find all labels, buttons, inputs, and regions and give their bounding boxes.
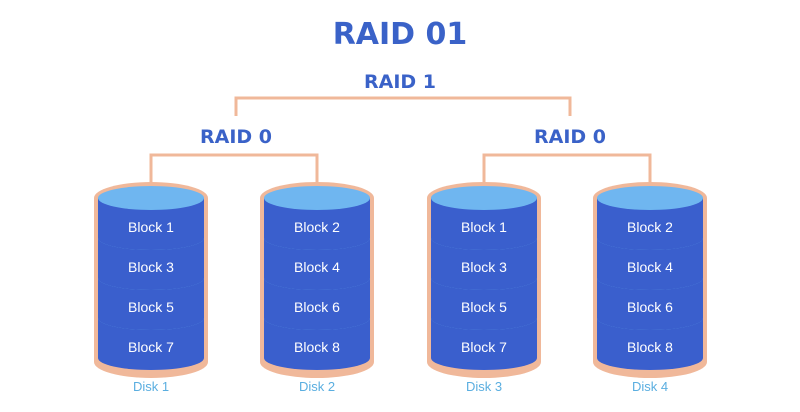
block-label: Block 6 [294, 299, 340, 315]
block-label: Block 3 [128, 259, 174, 275]
platter-side [597, 198, 703, 250]
block-label: Block 5 [461, 299, 507, 315]
platter-side [264, 198, 370, 250]
diagram-title: RAID 01 [333, 17, 468, 52]
platter-side [98, 238, 204, 290]
block-label: Block 5 [128, 299, 174, 315]
platter-side [264, 278, 370, 330]
disk-label: Disk 4 [632, 379, 668, 394]
disk: Block 2 Block 4 Block 6 Block 8 Disk 2 [260, 182, 374, 394]
platter-side [431, 238, 537, 290]
platter-side [264, 318, 370, 370]
block-label: Block 8 [627, 339, 673, 355]
platter-top [597, 186, 703, 210]
platter-side [98, 198, 204, 250]
platter-side [597, 318, 703, 370]
disk-label: Disk 2 [299, 379, 335, 394]
disk: Block 2 Block 4 Block 6 Block 8 Disk 4 [593, 182, 707, 394]
platter-top [98, 186, 204, 210]
disk-label: Disk 3 [466, 379, 502, 394]
platter-top [431, 186, 537, 210]
block-label: Block 6 [627, 299, 673, 315]
disk: Block 1 Block 3 Block 5 Block 7 Disk 1 [94, 182, 208, 394]
platter-side [98, 318, 204, 370]
block-label: Block 4 [294, 259, 340, 275]
platter-side [264, 238, 370, 290]
platter-top [264, 186, 370, 210]
platter-side [431, 198, 537, 250]
platter-side [431, 278, 537, 330]
disk: Block 1 Block 3 Block 5 Block 7 Disk 3 [427, 182, 541, 394]
raid1-connector [234, 96, 572, 116]
raid0-label-right: RAID 0 [534, 126, 606, 148]
raid0-connector-left [149, 153, 319, 182]
block-label: Block 8 [294, 339, 340, 355]
disk-label: Disk 1 [133, 379, 169, 394]
platter-side [431, 318, 537, 370]
raid0-connector-right [482, 153, 652, 182]
platter-side [597, 238, 703, 290]
block-label: Block 3 [461, 259, 507, 275]
block-label: Block 1 [461, 219, 507, 235]
raid1-label: RAID 1 [364, 71, 436, 93]
block-label: Block 4 [627, 259, 673, 275]
raid0-label-left: RAID 0 [200, 126, 272, 148]
platter-side [597, 278, 703, 330]
block-label: Block 7 [128, 339, 174, 355]
block-label: Block 7 [461, 339, 507, 355]
block-label: Block 1 [128, 219, 174, 235]
block-label: Block 2 [294, 219, 340, 235]
platter-side [98, 278, 204, 330]
block-label: Block 2 [627, 219, 673, 235]
